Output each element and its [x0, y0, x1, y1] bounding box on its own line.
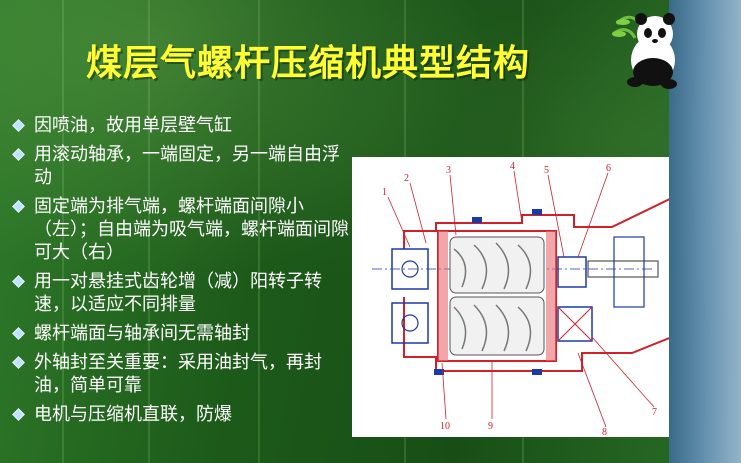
bearing-left-upper	[391, 248, 429, 290]
coupling-housing	[613, 236, 645, 308]
panda-illustration	[612, 13, 677, 89]
bullet-diamond-icon	[12, 200, 25, 213]
part-label: 3	[446, 165, 451, 176]
part-label: 1	[382, 187, 387, 198]
part-label: 9	[488, 421, 493, 432]
bullet-item: 固定端为排气端，螺杆端面间隙小（左）；自由端为吸气端，螺杆端面间隙可大（右）	[10, 195, 350, 264]
bolt	[532, 209, 542, 215]
leader-lines	[387, 170, 655, 428]
rotor-lobes	[453, 242, 532, 290]
part-label: 7	[652, 407, 657, 418]
part-label: 8	[602, 427, 607, 437]
casing-bottom-outline	[403, 297, 669, 372]
bullet-list: 因喷油，故用单层壁气缸 用滚动轴承，一端固定，另一端自由浮动 固定端为排气端，螺…	[10, 114, 350, 432]
bullet-text: 用滚动轴承，一端固定，另一端自由浮动	[34, 144, 340, 188]
bullet-item: 因喷油，故用单层壁气缸	[10, 114, 350, 137]
bullet-item: 电机与压缩机直联，防爆	[10, 403, 350, 426]
part-label: 6	[606, 163, 611, 174]
background-stripe	[62, 0, 64, 463]
female-rotor	[449, 296, 545, 356]
bullet-item: 用一对悬挂式齿轮增（减）阳转子转速，以适应不同排量	[10, 270, 350, 316]
bullet-text: 因喷油，故用单层壁气缸	[34, 115, 232, 136]
bolt	[532, 369, 542, 375]
bearing-ball	[401, 260, 419, 278]
bullet-diamond-icon	[12, 356, 25, 369]
part-label: 4	[510, 161, 515, 172]
bullet-diamond-icon	[12, 327, 25, 340]
right-blue-band	[669, 0, 741, 463]
bullet-text: 固定端为排气端，螺杆端面间隙小（左）；自由端为吸气端，螺杆端面间隙可大（右）	[34, 196, 349, 263]
housing-hatch-right	[546, 231, 556, 361]
bullet-diamond-icon	[12, 148, 25, 161]
slide-title: 煤层气螺杆压缩机典型结构	[86, 42, 531, 84]
compressor-cross-section-drawing: 1 2 3 4 5 6 7 8 9 10	[352, 157, 669, 437]
gear-box	[557, 306, 593, 342]
bullet-item: 用滚动轴承，一端固定，另一端自由浮动	[10, 143, 350, 189]
bullet-text: 外轴封至关重要：采用油封气，再封油，简单可靠	[34, 352, 322, 396]
housing-hatch-left	[438, 231, 448, 361]
bullet-item: 外轴封至关重要：采用油封气，再封油，简单可靠	[10, 351, 350, 397]
bullet-diamond-icon	[12, 119, 25, 132]
male-rotor	[449, 236, 545, 294]
bearing-right-upper	[557, 256, 587, 288]
part-label: 2	[404, 173, 409, 184]
bullet-text: 用一对悬挂式齿轮增（减）阳转子转速，以适应不同排量	[34, 271, 322, 315]
rotor-lobes	[453, 304, 532, 352]
bullet-item: 螺杆端面与轴承间无需轴封	[10, 322, 350, 345]
part-labels: 1 2 3 4 5 6 7 8 9 10	[382, 161, 657, 437]
part-label: 5	[544, 165, 549, 176]
drive-shaft	[587, 260, 659, 278]
bullet-diamond-icon	[12, 408, 25, 421]
drawing-svg: 1 2 3 4 5 6 7 8 9 10	[372, 161, 669, 437]
part-label: 10	[440, 421, 450, 432]
background-stripe	[148, 0, 150, 463]
bullet-text: 螺杆端面与轴承间无需轴封	[34, 323, 250, 344]
gear-hatch	[557, 306, 593, 342]
bullet-diamond-icon	[12, 275, 25, 288]
bearing-ball	[401, 314, 419, 332]
bolt	[434, 369, 444, 375]
casing-top-outline	[403, 198, 669, 249]
bolt	[472, 217, 482, 223]
background-stripe	[258, 0, 260, 463]
bearing-left-lower	[391, 302, 429, 344]
bullet-text: 电机与压缩机直联，防爆	[34, 404, 232, 425]
